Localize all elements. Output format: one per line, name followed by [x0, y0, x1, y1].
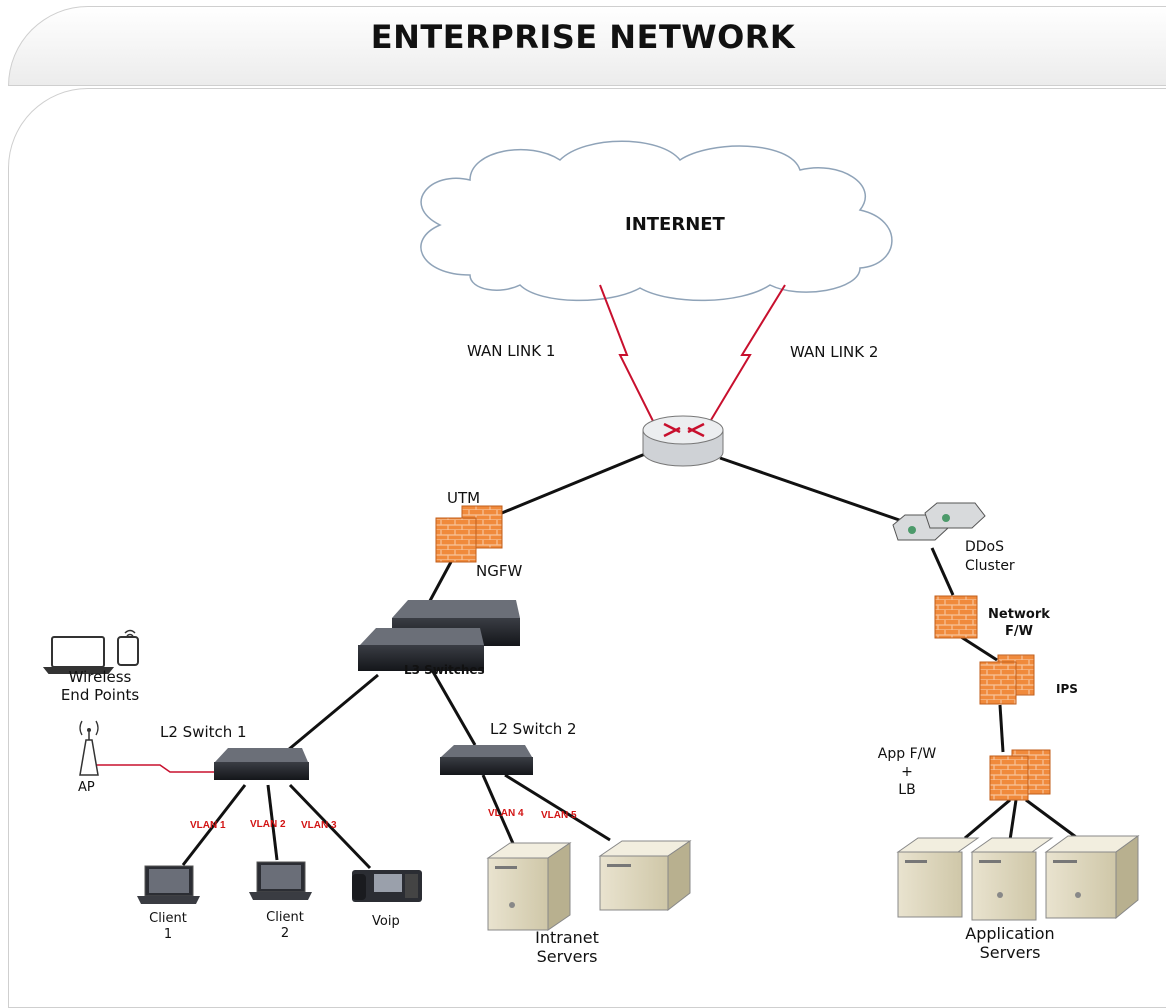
- ap-label: AP: [78, 780, 95, 795]
- wan-link-2-label: WAN LINK 2: [790, 343, 879, 361]
- app-server-2-icon: [970, 837, 1054, 921]
- app-server-3-icon: [1044, 835, 1140, 920]
- ddos-label-line1: DDoS: [965, 539, 1005, 555]
- client-1-laptop-icon: [137, 865, 200, 904]
- internet-cloud-icon: [420, 140, 893, 302]
- wireless-endpoints-label: Wireless End Points: [40, 668, 160, 704]
- client1-label-line1: Client: [149, 911, 187, 926]
- vlan-5-label: VLAN 5: [541, 810, 577, 821]
- l2-switch-2-icon: [440, 745, 533, 775]
- application-servers-label: Application Servers: [940, 924, 1080, 962]
- intranet-label-line1: Intranet: [535, 928, 599, 947]
- access-point-icon: [79, 720, 99, 776]
- intranet-servers-label: Intranet Servers: [512, 928, 622, 966]
- intranet-server-2-icon: [598, 840, 692, 912]
- vlan-3-label: VLAN 3: [301, 820, 337, 831]
- ddos-cluster-icon: [892, 502, 986, 541]
- wireless-label-line2: End Points: [60, 686, 140, 704]
- intranet-label-line2: Servers: [536, 947, 598, 966]
- wan-link-1-icon: [599, 284, 656, 426]
- client-2-laptop-icon: [249, 861, 312, 900]
- network-firewall-icon: [934, 595, 978, 639]
- client-1-label: Client 1: [133, 911, 203, 943]
- voip-phone-icon: [352, 870, 422, 902]
- netfw-label-line2: F/W: [1004, 624, 1033, 639]
- ips-icon: [979, 654, 1035, 705]
- app-firewall-lb-icon: [989, 749, 1051, 801]
- appfw-label-line1: App F/W: [877, 746, 937, 762]
- client1-label-line2: 1: [163, 927, 173, 942]
- diagram-title: ENTERPRISE NETWORK: [370, 18, 796, 56]
- internet-label: INTERNET: [625, 214, 725, 235]
- l3-switches-label: L3 Switches: [404, 663, 485, 677]
- ddos-label-line2: Cluster: [965, 558, 1015, 574]
- ddos-cluster-label: DDoS Cluster: [965, 538, 1015, 576]
- appfw-label-line3: LB: [898, 782, 916, 798]
- app-fw-lb-label: App F/W + LB: [872, 745, 942, 799]
- network-links: [181, 450, 1081, 870]
- utm-label: UTM: [447, 489, 481, 507]
- intranet-server-1-icon: [486, 842, 572, 931]
- client2-label-line2: 2: [280, 926, 290, 941]
- wireless-label-line1: Wireless: [68, 668, 132, 686]
- network-fw-label: Network F/W: [988, 606, 1050, 640]
- app-server-1-icon: [896, 837, 980, 918]
- appfw-label-line2: +: [901, 764, 913, 780]
- router-icon: [642, 415, 724, 467]
- vlan-4-label: VLAN 4: [488, 808, 524, 819]
- voip-label: Voip: [372, 914, 400, 929]
- client-2-label: Client 2: [250, 910, 320, 942]
- l2-switch-1-icon: [214, 748, 309, 780]
- wan-link-1-label: WAN LINK 1: [467, 342, 556, 360]
- vlan-2-label: VLAN 2: [250, 819, 286, 830]
- client2-label-line1: Client: [266, 910, 304, 925]
- vlan-1-label: VLAN 1: [190, 820, 226, 831]
- l3-switches-icon: [358, 600, 520, 671]
- ips-label: IPS: [1056, 682, 1078, 696]
- wireless-endpoints-icon: [42, 629, 139, 674]
- ap-wireless-link-icon: [95, 764, 215, 773]
- l2-switch-2-label: L2 Switch 2: [490, 720, 577, 738]
- title-banner: [8, 6, 1166, 86]
- appservers-label-line1: Application: [965, 924, 1055, 943]
- netfw-label-line1: Network: [988, 607, 1050, 622]
- wan-link-2-icon: [707, 284, 786, 426]
- ngfw-label: NGFW: [476, 562, 523, 580]
- appservers-label-line2: Servers: [979, 943, 1041, 962]
- l2-switch-1-label: L2 Switch 1: [160, 723, 247, 741]
- ngfw-firewall-icon: [435, 517, 477, 563]
